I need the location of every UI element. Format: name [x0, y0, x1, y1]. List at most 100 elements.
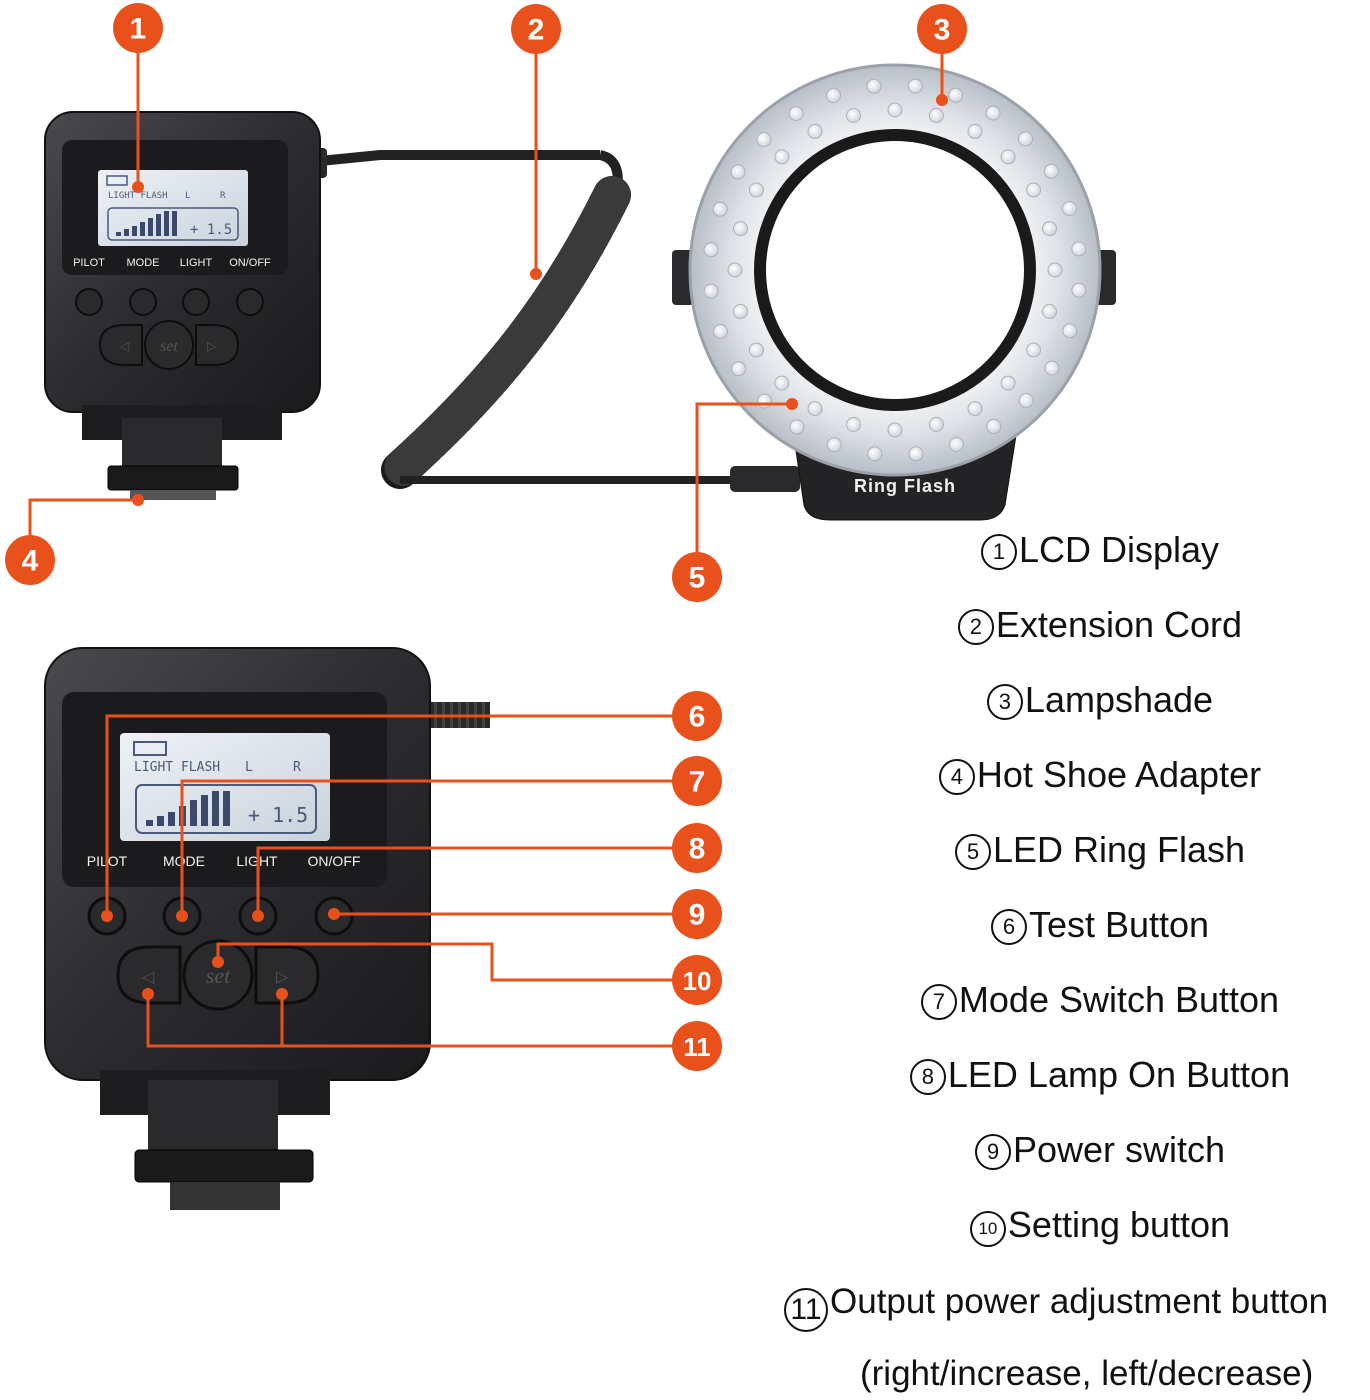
legend-num-1: 1 — [980, 534, 1017, 570]
led-dot — [1018, 131, 1033, 147]
led-dot — [1043, 163, 1059, 179]
power-level-bars-icon — [116, 211, 177, 236]
lcd-value-bottom: + 1.5 — [248, 803, 308, 827]
battery-icon-bottom — [133, 741, 167, 756]
lcd-mode-label-bottom: LIGHT FLASH — [134, 760, 220, 775]
led-dot — [731, 361, 747, 377]
badge-3: 3 — [917, 4, 967, 54]
label-light: LIGHT — [180, 257, 213, 269]
svg-text:4: 4 — [22, 545, 39, 578]
left-arrow-icon: ◁ — [120, 339, 130, 353]
led-dot — [1071, 282, 1087, 298]
led-dot — [807, 123, 823, 139]
label-onoff: ON/OFF — [229, 257, 271, 269]
led-dot — [1062, 323, 1078, 339]
legend-text-11: Output power adjustment button — [830, 1282, 1329, 1321]
svg-text:7: 7 — [689, 766, 706, 799]
hot-shoe-plate-bottom — [170, 1182, 280, 1210]
led-dot — [1000, 149, 1016, 165]
increase-button[interactable] — [254, 945, 320, 1005]
led-dot — [887, 422, 903, 438]
led-dot — [1062, 201, 1077, 216]
led-dot — [1071, 241, 1087, 257]
svg-text:1: 1 — [130, 13, 147, 46]
flash-controller-top: LIGHT FLASH L R + 1.5 PILOT MODE LIGHT O… — [44, 111, 600, 500]
legend-num-8: 8 — [909, 1059, 946, 1095]
led-dot — [887, 102, 903, 118]
hot-shoe-ring — [107, 465, 239, 491]
legend-text-8: LED Lamp On Button — [947, 1054, 1291, 1095]
right-arrow-icon-bottom: ▷ — [276, 969, 289, 986]
badge-10: 10 — [672, 955, 722, 1005]
legend-num-3: 3 — [986, 684, 1023, 720]
svg-text:10: 10 — [683, 966, 712, 996]
legend-num-6: 6 — [990, 909, 1027, 945]
legend-num-10: 10 — [969, 1211, 1006, 1247]
legend-text-1: LCD Display — [1018, 529, 1220, 570]
led-dot — [928, 417, 944, 432]
decrease-button[interactable] — [116, 945, 182, 1005]
badge-8: 8 — [672, 823, 722, 873]
led-dot — [826, 437, 842, 453]
led-dot — [757, 393, 772, 409]
legend-text-4: Hot Shoe Adapter — [976, 754, 1262, 795]
led-dot — [1000, 375, 1016, 391]
extension-cord — [381, 150, 800, 492]
led-dot — [826, 88, 841, 103]
led-dot — [949, 437, 964, 452]
legend-text-9: Power switch — [1012, 1129, 1226, 1170]
mode-button[interactable] — [129, 288, 157, 316]
setting-button[interactable] — [182, 939, 254, 1011]
legend-num-4: 4 — [938, 759, 975, 795]
led-dot — [756, 132, 772, 147]
pilot-button[interactable] — [75, 288, 103, 316]
right-arrow-icon: ▷ — [207, 339, 217, 353]
svg-text:8: 8 — [689, 833, 706, 866]
led-dot — [774, 375, 790, 391]
set-button[interactable] — [144, 320, 194, 370]
cord-stub-top — [309, 150, 600, 167]
led-dot — [1026, 342, 1042, 358]
led-dot — [928, 108, 944, 123]
led-dot — [703, 283, 719, 299]
led-dot — [733, 303, 748, 319]
callout-line-7 — [180, 779, 673, 916]
badge-4: 4 — [5, 535, 55, 585]
led-dot — [789, 419, 805, 435]
led-dot — [1018, 393, 1034, 408]
legend-num-9: 9 — [974, 1134, 1011, 1170]
left-button[interactable] — [98, 324, 143, 366]
callout-line-4 — [28, 498, 138, 538]
legend-text-2: Extension Cord — [995, 604, 1243, 645]
badge-7: 7 — [672, 756, 722, 806]
legend-text-10: Setting button — [1007, 1204, 1231, 1245]
led-dot — [1042, 303, 1057, 319]
badge-6: 6 — [672, 691, 722, 741]
legend-text-5: LED Ring Flash — [992, 829, 1246, 870]
callout-line-10 — [216, 942, 673, 982]
lcd-level-frame-bottom — [135, 784, 317, 834]
led-dot — [908, 446, 924, 462]
badge-11: 11 — [672, 1021, 722, 1071]
led-array — [703, 78, 1087, 462]
led-dot — [1047, 262, 1063, 278]
light-button[interactable] — [182, 288, 210, 316]
callout-line-6 — [105, 714, 673, 916]
right-button[interactable] — [195, 324, 240, 366]
led-dot — [967, 123, 983, 139]
led-dot — [712, 201, 728, 217]
led-dot — [846, 108, 862, 123]
led-dot — [948, 87, 964, 103]
badge-2: 2 — [511, 4, 561, 54]
onoff-button[interactable] — [236, 288, 264, 316]
